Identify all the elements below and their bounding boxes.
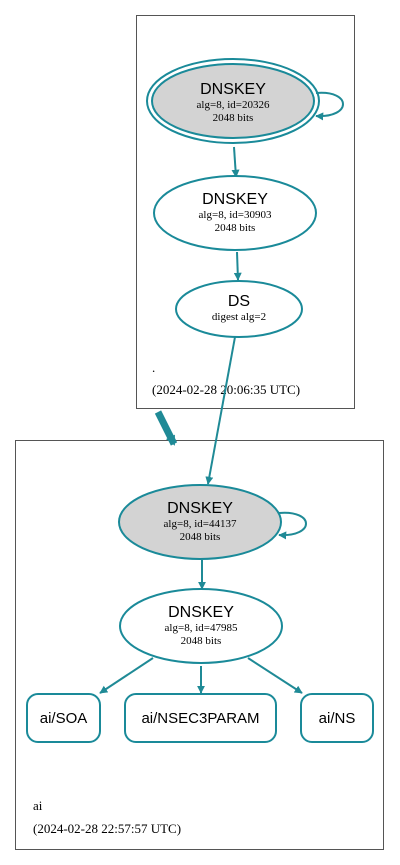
node-root-zsk-title: DNSKEY: [202, 191, 268, 208]
zone-name-ai: ai: [33, 798, 43, 813]
edge-ai-zsk-to-soa: [99, 657, 154, 694]
edge-ai-ksk-self: [278, 511, 307, 540]
edge-delegation: [154, 410, 178, 446]
edge-ai-zsk-to-ns: [247, 657, 303, 694]
node-ai-ksk-title: DNSKEY: [167, 500, 233, 517]
node-ai-zsk-line1: alg=8, id=47985: [165, 622, 238, 634]
node-ai-ksk-line1: alg=8, id=44137: [164, 518, 237, 530]
node-rr-nsec3param-label: ai/NSEC3PARAM: [141, 710, 259, 727]
node-ds: DS digest alg=2: [175, 280, 303, 338]
node-root-zsk: DNSKEY alg=8, id=30903 2048 bits: [153, 175, 317, 251]
node-root-ksk-line1: alg=8, id=20326: [197, 99, 270, 111]
node-rr-ns-label: ai/NS: [319, 710, 356, 727]
node-ds-title: DS: [228, 293, 250, 310]
node-root-zsk-line1: alg=8, id=30903: [199, 209, 272, 221]
node-root-ksk-title: DNSKEY: [200, 81, 266, 98]
edge-ds-to-ai-ksk: [205, 336, 236, 485]
edge-root-ksk-self: [315, 91, 344, 121]
node-rr-soa-label: ai/SOA: [40, 710, 88, 727]
node-root-ksk: DNSKEY alg=8, id=20326 2048 bits: [146, 58, 320, 144]
node-ai-zsk-line2: 2048 bits: [181, 635, 222, 647]
node-ds-line1: digest alg=2: [212, 311, 266, 323]
node-root-ksk-line2: 2048 bits: [213, 112, 254, 124]
node-ai-zsk: DNSKEY alg=8, id=47985 2048 bits: [119, 588, 283, 664]
edge-root-ksk-to-zsk: [231, 146, 240, 178]
node-ai-ksk-line2: 2048 bits: [180, 531, 221, 543]
zone-box-ai: [15, 440, 384, 850]
zone-timestamp-ai: (2024-02-28 22:57:57 UTC): [33, 821, 181, 836]
zone-name-root: .: [152, 360, 155, 375]
node-rr-soa: ai/SOA: [26, 693, 101, 743]
zone-box-root: [136, 15, 355, 409]
node-ai-zsk-title: DNSKEY: [168, 604, 234, 621]
edge-root-zsk-to-ds: [233, 251, 242, 281]
node-ai-ksk: DNSKEY alg=8, id=44137 2048 bits: [118, 484, 282, 560]
node-rr-ns: ai/NS: [300, 693, 374, 743]
node-root-zsk-line2: 2048 bits: [215, 222, 256, 234]
node-rr-nsec3param: ai/NSEC3PARAM: [124, 693, 277, 743]
